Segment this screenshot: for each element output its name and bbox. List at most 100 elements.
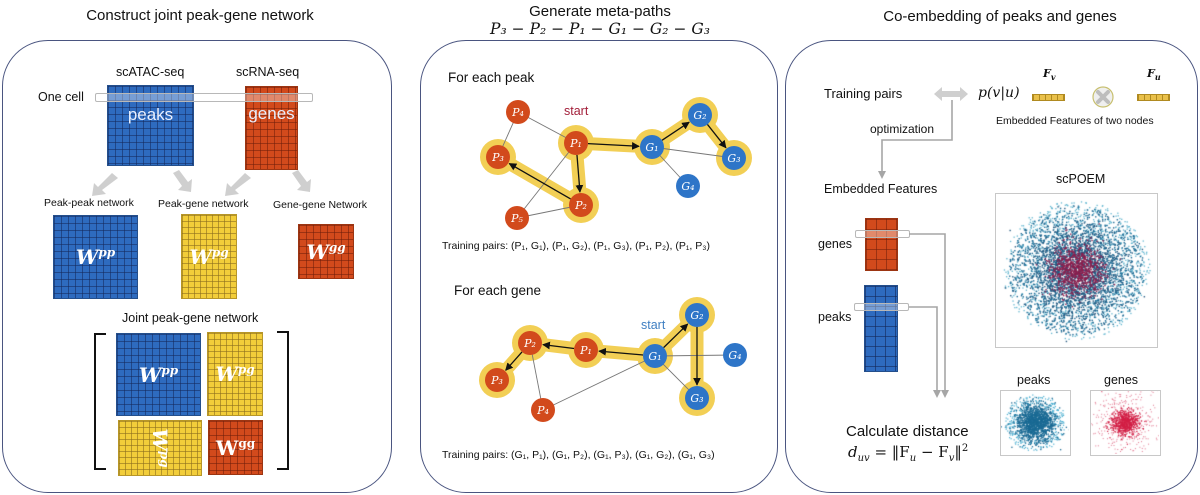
node-p5: P₅: [505, 206, 529, 230]
gene-row-highlight: [855, 230, 910, 238]
peaks-matrix-label: peaks: [127, 105, 174, 124]
node-p3: P₃: [486, 145, 510, 169]
left-bracket: [94, 333, 106, 470]
gene-gene-network-label: Gene-gene Network: [273, 199, 367, 211]
joint-network-label: Joint peak-gene network: [122, 311, 259, 325]
node-label: P₂: [574, 199, 587, 212]
node-g4: G₄: [676, 174, 700, 198]
optimization-label: optimization: [870, 122, 935, 136]
gene-section-label: For each gene: [454, 283, 542, 298]
peak-training-pairs: Training pairs: (P₁, G₁), (P₁, G₂), (P₁,…: [442, 240, 711, 252]
joint-w-gp-label: Wpg: [148, 428, 172, 468]
joint-w-pg-block: Wpg: [207, 332, 263, 416]
joint-w-gp-block: Wpg: [118, 420, 202, 476]
scrna-label: scRNA-seq: [236, 65, 300, 79]
coembed-panel-title: Co-embedding of peaks and genes: [883, 8, 1117, 25]
graph-edge: [651, 146, 735, 159]
node-label: P₁: [569, 137, 582, 150]
path-arrow: [575, 154, 584, 193]
peak-section-label: For each peak: [448, 70, 535, 85]
metapaths-panel-title: Generate meta-paths: [529, 3, 671, 20]
peak-graph: P₄ P₁ P₃ P₂ P₅ G₁ G₂ G₃ G₄: [480, 97, 752, 230]
joint-w-pp-block: Wpp: [116, 333, 201, 416]
node-label: G₄: [728, 349, 741, 362]
w-gg-label: Wgg: [306, 239, 346, 264]
path-arrow: [508, 162, 571, 200]
peak-row-highlight: [854, 303, 909, 311]
gene-start-label: start: [641, 318, 666, 332]
node-g3: G₃: [722, 146, 746, 170]
node-g4: G₄: [723, 343, 747, 367]
node-g2: G₂: [685, 303, 709, 327]
w-pp-matrix: Wpp: [53, 215, 138, 299]
arrow-icon: [292, 170, 311, 192]
peak-gene-network-label: Peak-gene network: [158, 198, 249, 210]
path-arrow: [587, 142, 640, 150]
peaks-scatter-plot: [1001, 391, 1069, 454]
fv-feature-vector: [1032, 94, 1065, 101]
w-gg-matrix: Wgg: [298, 224, 354, 279]
node-label: P₅: [510, 212, 523, 225]
one-cell-row-highlight: [95, 93, 313, 102]
node-label: G₁: [648, 350, 661, 363]
arrow-icon: [92, 173, 118, 196]
genes-scatter-box: [1090, 390, 1161, 456]
genes-label: genes: [818, 237, 853, 251]
small-peaks-label: peaks: [1017, 373, 1051, 387]
training-pairs-label: Training pairs: [824, 86, 903, 101]
peaks-label: peaks: [818, 310, 852, 324]
gene-training-pairs: Training pairs: (G₁, P₁), (G₁, P₂), (G₁,…: [442, 449, 715, 461]
path-arrow: [598, 347, 644, 356]
node-p3: P₃: [485, 368, 509, 392]
graph-edge: [654, 354, 736, 357]
scpoem-label: scPOEM: [1056, 172, 1106, 186]
path-arrow: [542, 341, 575, 350]
node-label: G₁: [645, 141, 658, 154]
w-pp-label: Wpp: [75, 245, 116, 269]
fv-label: Fv: [1043, 67, 1056, 83]
node-p1: P₁: [564, 131, 588, 155]
construct-arrows: [92, 170, 311, 196]
node-label: P₁: [579, 344, 592, 357]
path-arrow: [706, 124, 727, 149]
arrow-icon: [173, 170, 192, 192]
node-label: G₂: [690, 309, 703, 322]
graph-edge: [516, 142, 577, 219]
genes-matrix-label: genes: [248, 104, 295, 123]
peaks-scatter-box: [1000, 390, 1071, 456]
node-label: G₂: [693, 109, 706, 122]
node-label: G₃: [727, 152, 740, 165]
calc-distance-label: Calculate distance: [846, 423, 969, 440]
node-g1: G₁: [643, 344, 667, 368]
joint-w-gg-block: Wgg: [208, 420, 263, 475]
construct-panel: [2, 40, 392, 493]
joint-w-pg-label: Wpg: [215, 362, 255, 386]
fu-label: Fu: [1147, 67, 1161, 83]
genes-matrix: genes: [245, 86, 298, 170]
joint-w-gg-label: Wgg: [215, 435, 256, 460]
peaks-embedding-matrix: [864, 285, 898, 372]
node-label: P₄: [536, 404, 549, 417]
probability-label: p(v|u): [978, 85, 1020, 101]
scpoem-scatter-plot: [996, 194, 1156, 346]
node-label: P₄: [511, 106, 524, 119]
metapath-formula: P₃ − P₂ − P₁ − G₁ − G₂ − G₃: [490, 20, 710, 38]
coembed-panel: [785, 40, 1198, 493]
node-p1: P₁: [574, 338, 598, 362]
right-bracket: [277, 331, 289, 470]
path-arrow: [663, 323, 689, 349]
embedded-features-label: Embedded Features: [824, 182, 938, 196]
w-pg-matrix: Wpg: [181, 214, 237, 299]
embedded-two-nodes-label: Embedded Features of two nodes: [996, 115, 1154, 127]
node-label: P₂: [523, 337, 536, 350]
genes-scatter-plot: [1091, 391, 1159, 454]
scatac-label: scATAC-seq: [116, 65, 185, 79]
node-p2: P₂: [518, 331, 542, 355]
node-g3: G₃: [685, 386, 709, 410]
path-arrow: [505, 351, 523, 371]
arrow-icon: [225, 173, 251, 196]
node-g1: G₁: [640, 135, 664, 159]
node-p4: P₄: [506, 100, 530, 124]
distance-formula: duv = ‖Fu − Fv‖2: [848, 443, 969, 464]
node-label: P₃: [490, 374, 503, 387]
